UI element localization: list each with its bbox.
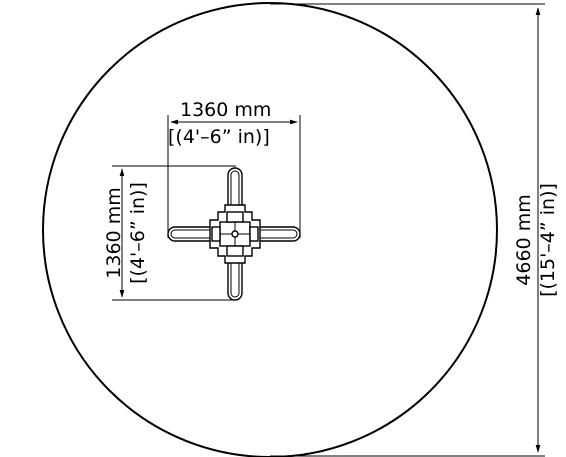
diameter-mm-label: 4660 mm	[513, 194, 535, 285]
safety-zone-circle	[42, 2, 498, 457]
height-mm-label: 1360 mm	[103, 187, 125, 278]
height-in-label: [(4'–6” in)]	[127, 182, 149, 284]
diameter-in-label: [(15'–4” in)]	[537, 183, 559, 297]
hub-center	[231, 230, 239, 238]
width-in-label: [(4'–6” in)]	[168, 126, 270, 148]
cross-equipment	[167, 167, 301, 301]
width-mm-label: 1360 mm	[180, 99, 271, 121]
